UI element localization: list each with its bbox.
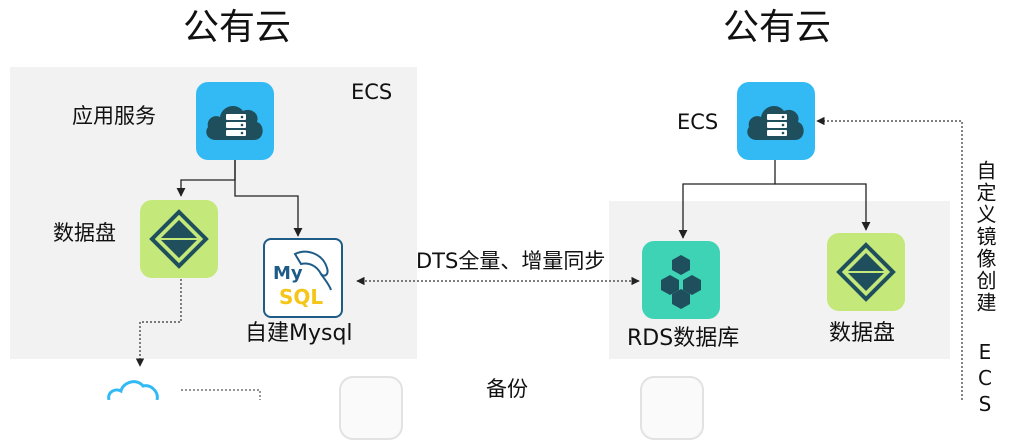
backup-cloud-icon: [107, 380, 159, 400]
mysql-label: 自建Mysql: [245, 321, 353, 346]
right-data-disk-icon: [827, 233, 905, 311]
backup-partial-connector: [181, 389, 261, 400]
mysql-logo-sql: SQL: [279, 285, 324, 309]
disk-backup-connector: [135, 279, 182, 367]
right-data-disk-label: 数据盘: [829, 321, 896, 346]
app-to-disk-connector: [176, 160, 236, 197]
rds-database-icon: [642, 241, 720, 319]
dts-sync-label: DTS全量、增量同步: [416, 249, 606, 273]
left-data-disk-label: 数据盘: [53, 221, 116, 245]
rds-label: RDS数据库: [627, 326, 740, 351]
connector-lines: [135, 116, 963, 400]
backup-label: 备份: [486, 377, 528, 401]
app-service-label: 应用服务: [72, 104, 156, 128]
custom-image-connector: [816, 116, 963, 400]
mysql-logo-my: My: [273, 263, 303, 284]
ecs-to-rds-connector: [678, 160, 776, 239]
mysql-logo-icon: My SQL: [263, 238, 343, 318]
app-to-mysql-connector: [234, 160, 303, 237]
right-title: 公有云: [723, 7, 832, 48]
faded-placeholder-icon-right: [640, 376, 704, 440]
left-title: 公有云: [183, 7, 292, 48]
left-data-disk-icon: [140, 200, 218, 278]
right-ecs-label: ECS: [677, 110, 719, 134]
faded-placeholder-icon-left: [339, 376, 403, 440]
ecs-to-disk-connector: [775, 183, 871, 231]
left-ecs-server-icon: [196, 82, 274, 160]
right-ecs-server-icon: [737, 82, 815, 160]
left-ecs-label: ECS: [351, 80, 393, 104]
